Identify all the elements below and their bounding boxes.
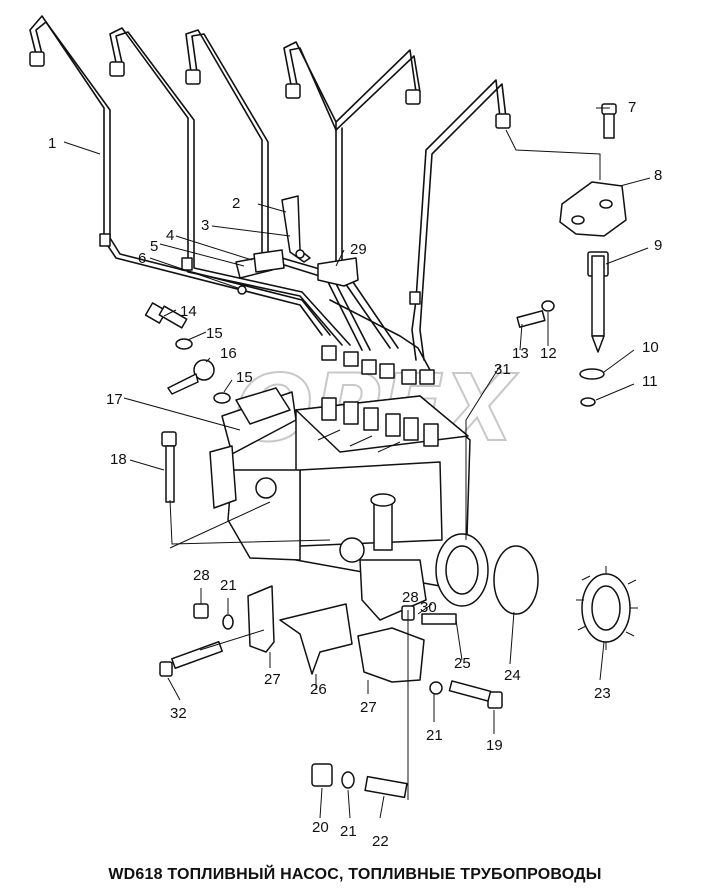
pipe-clamps <box>235 195 359 295</box>
callout-31: 31 <box>494 361 511 378</box>
injector-assembly <box>516 103 627 407</box>
callout-27a: 27 <box>264 671 281 688</box>
callout-9: 9 <box>654 237 662 254</box>
callout-11: 11 <box>642 373 658 390</box>
callout-23: 23 <box>594 685 611 702</box>
mounting-bracket <box>159 585 503 799</box>
callout-28b: 28 <box>402 589 419 606</box>
callout-15a: 15 <box>206 325 223 342</box>
callout-15b: 15 <box>236 369 253 386</box>
callout-14: 14 <box>180 303 197 320</box>
callout-8: 8 <box>654 167 662 184</box>
callout-21b: 21 <box>426 727 443 744</box>
callout-7: 7 <box>628 99 636 116</box>
callout-21a: 21 <box>220 577 237 594</box>
callout-29: 29 <box>350 241 367 258</box>
banjo-fitting <box>144 302 231 404</box>
callout-1: 1 <box>48 135 56 152</box>
callout-28a: 28 <box>193 567 210 584</box>
callout-27b: 27 <box>360 699 377 716</box>
diagram-caption: WD618 ТОПЛИВНЫЙ НАСОС, ТОПЛИВНЫЕ ТРУБОПР… <box>108 866 602 883</box>
callout-20: 20 <box>312 819 329 836</box>
callout-3: 3 <box>201 217 209 234</box>
leader-lines <box>63 107 651 819</box>
callout-2: 2 <box>232 195 240 212</box>
callout-17: 17 <box>106 391 123 408</box>
callout-5: 5 <box>150 238 158 255</box>
fuel-pipes <box>29 15 601 385</box>
callout-26: 26 <box>310 681 327 698</box>
callout-32: 32 <box>170 705 187 722</box>
callout-6: 6 <box>138 250 146 267</box>
long-bolt <box>161 431 177 503</box>
injection-pump <box>209 387 489 621</box>
drive-gear <box>493 545 638 650</box>
callout-13: 13 <box>512 345 529 362</box>
callout-22: 22 <box>372 833 389 850</box>
callout-16: 16 <box>220 345 237 362</box>
callout-10: 10 <box>642 339 659 356</box>
callout-4: 4 <box>166 227 174 244</box>
callout-18: 18 <box>110 451 127 468</box>
callout-19: 19 <box>486 737 503 754</box>
callout-12: 12 <box>540 345 557 362</box>
callout-21c: 21 <box>340 823 357 840</box>
callout-24: 24 <box>504 667 521 684</box>
callout-25: 25 <box>454 655 471 672</box>
callout-labels: 1 2 3 4 5 6 7 8 9 10 11 12 13 14 15 15 1… <box>48 99 662 850</box>
callout-30: 30 <box>420 599 437 616</box>
